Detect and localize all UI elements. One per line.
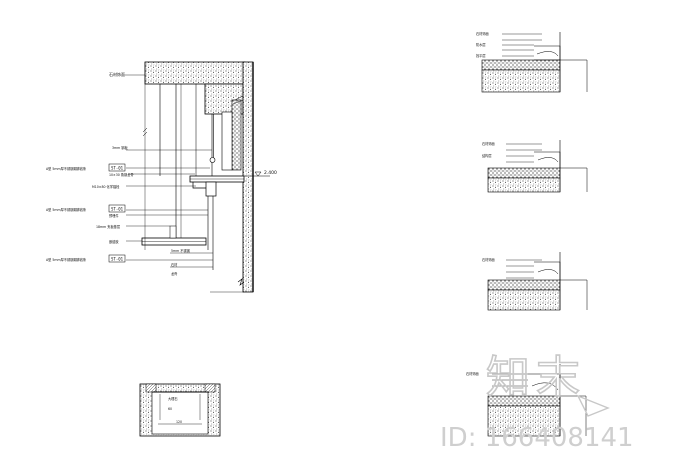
- watermark-logo-mark: [576, 394, 610, 417]
- watermark-brand: 知末: [486, 352, 586, 403]
- watermark-id: ID: 166408141: [440, 423, 634, 453]
- mid-label-3: M10×80 化学锚栓: [92, 184, 120, 189]
- detail2-label-1: 石材饰面: [482, 141, 495, 146]
- mid-label-6: 嵌缝胶: [109, 239, 119, 244]
- side-label-2: 龙骨: [171, 271, 177, 276]
- plan-label-3: 120: [176, 420, 182, 424]
- left-note-2: A型 5mm厚不锈钢踢脚线条: [46, 207, 87, 212]
- left-note-1: A型 5mm厚不锈钢踢脚线条: [46, 166, 87, 171]
- tag-3: ST-01: [111, 257, 124, 262]
- ceiling-slab: [144, 61, 246, 85]
- tag-2: ST-01: [111, 207, 124, 212]
- detail2-label-2: 结构层: [482, 153, 492, 158]
- level-marker: 2.400: [264, 170, 277, 176]
- watermark: 知末 ID: 166408141: [440, 351, 634, 453]
- threshold-detail-1: 石材饰面 防水层 找平层: [476, 31, 588, 93]
- detail1-label-2: 防水层: [476, 42, 486, 47]
- tag-box-3: [108, 254, 126, 263]
- main-section-detail: 2.400 石材饰面 A型 5mm厚不锈钢踢脚线条 ST-01 A型 5mm厚不…: [46, 61, 277, 293]
- small-plan-detail: 大理石 60 120: [139, 383, 221, 437]
- threshold-detail-4: 石材饰面: [466, 364, 587, 437]
- mid-label-2: 10×30 角钢龙骨: [109, 172, 134, 177]
- leaders: [126, 149, 213, 268]
- detail1-label-3: 找平层: [476, 53, 486, 58]
- detail1-label-1: 石材饰面: [476, 31, 489, 36]
- mid-label-7: 5mm 不锈钢: [171, 248, 190, 253]
- detail3-label-1: 石材饰面: [482, 257, 495, 262]
- top-label: 石材饰面: [109, 71, 125, 77]
- wall-finish-layer: [231, 99, 242, 171]
- tag-box-1: [108, 163, 126, 172]
- tag-1: ST-01: [111, 166, 124, 171]
- structural-wall: [242, 61, 254, 293]
- detail4-label-1: 石材饰面: [466, 371, 479, 376]
- mid-label-5: 18mm 夹板基层: [96, 224, 120, 229]
- threshold-detail-2: 石材饰面 结构层: [482, 140, 588, 193]
- tag-box-2: [108, 204, 126, 213]
- left-note-3: A型 5mm厚不锈钢踢脚线条: [46, 257, 87, 262]
- mid-label-1: 3mm 钢板: [112, 145, 128, 150]
- mid-label-4: 预埋件: [109, 213, 119, 218]
- plan-label-2: 60: [168, 407, 172, 411]
- plan-label-1: 大理石: [168, 396, 178, 401]
- side-label-1: 石材: [171, 262, 178, 267]
- threshold-detail-3: 石材饰面: [482, 252, 588, 311]
